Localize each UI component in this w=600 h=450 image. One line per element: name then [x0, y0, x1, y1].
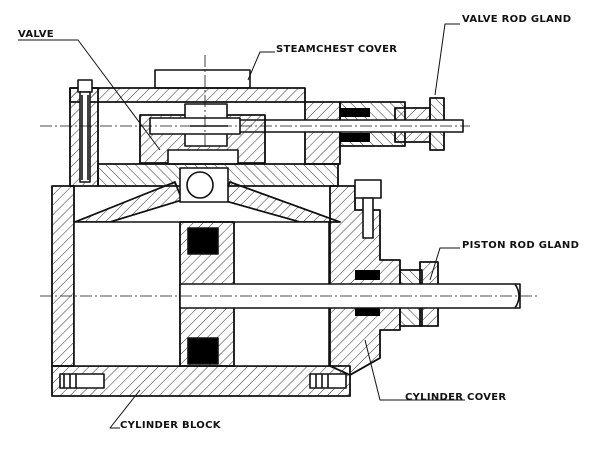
steam-ports	[74, 167, 341, 223]
valve-rod-gland-label: VALVE ROD GLAND	[462, 14, 572, 25]
cylinder-cover-label: CYLINDER COVER	[405, 392, 507, 403]
center-lines	[40, 55, 540, 297]
valve-rod-packing	[340, 108, 370, 117]
cylinder-block	[51, 365, 351, 397]
steamchest-left-wall	[69, 79, 99, 187]
exhaust-port	[186, 171, 214, 199]
steamchest-cover	[69, 69, 306, 103]
cylinder-block-label: CYLINDER BLOCK	[120, 420, 221, 431]
piston-rod-gland-label: PISTON ROD GLAND	[462, 240, 580, 251]
valve-label: VALVE	[18, 29, 54, 40]
steamchest-cover-label: STEAMCHEST COVER	[276, 44, 398, 55]
valve	[139, 103, 266, 165]
leader-lines	[18, 23, 465, 429]
cylinder-block-outer-left	[51, 185, 75, 367]
piston-rod-packing	[355, 270, 380, 280]
